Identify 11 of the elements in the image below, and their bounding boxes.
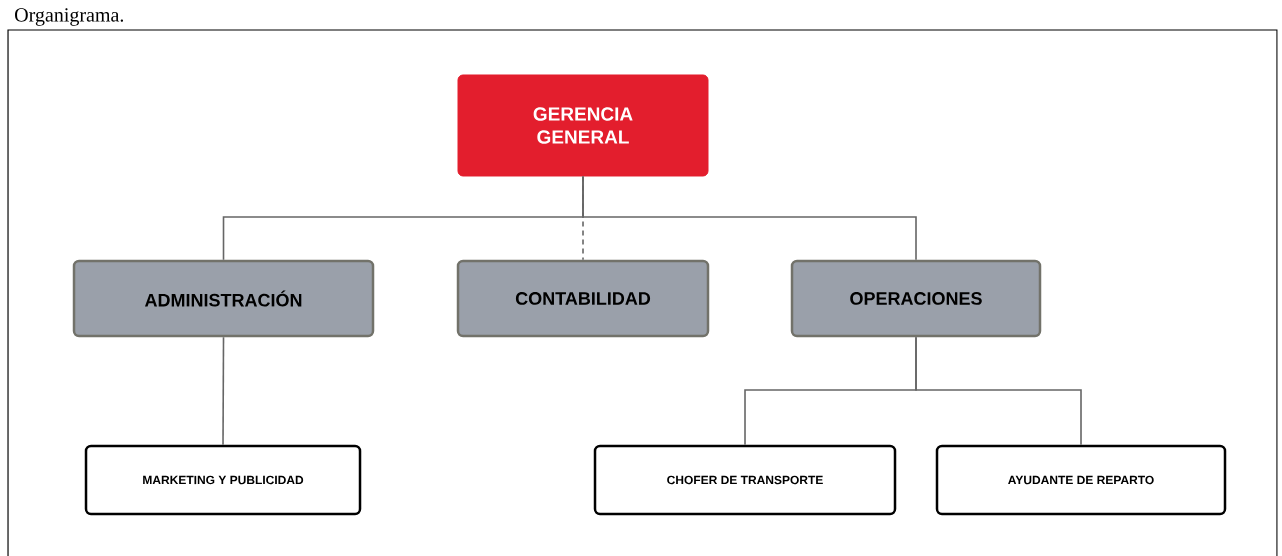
department-box: OPERACIONES bbox=[790, 259, 1042, 338]
process-box: GERENCIA GENERAL bbox=[457, 74, 709, 177]
connector bbox=[222, 336, 225, 446]
title: Organigrama. bbox=[15, 8, 124, 26]
connector bbox=[582, 175, 917, 261]
connector bbox=[915, 336, 1082, 446]
department-box: ADMINISTRACIÓN bbox=[72, 259, 375, 338]
department-box: CONTABILIDAD bbox=[456, 259, 710, 338]
position-box: AYUDANTE DE REPARTO bbox=[935, 444, 1227, 516]
position-box: CHOFER DE TRANSPORTE bbox=[593, 444, 897, 516]
position-box: MARKETING Y PUBLICIDAD bbox=[84, 444, 362, 516]
